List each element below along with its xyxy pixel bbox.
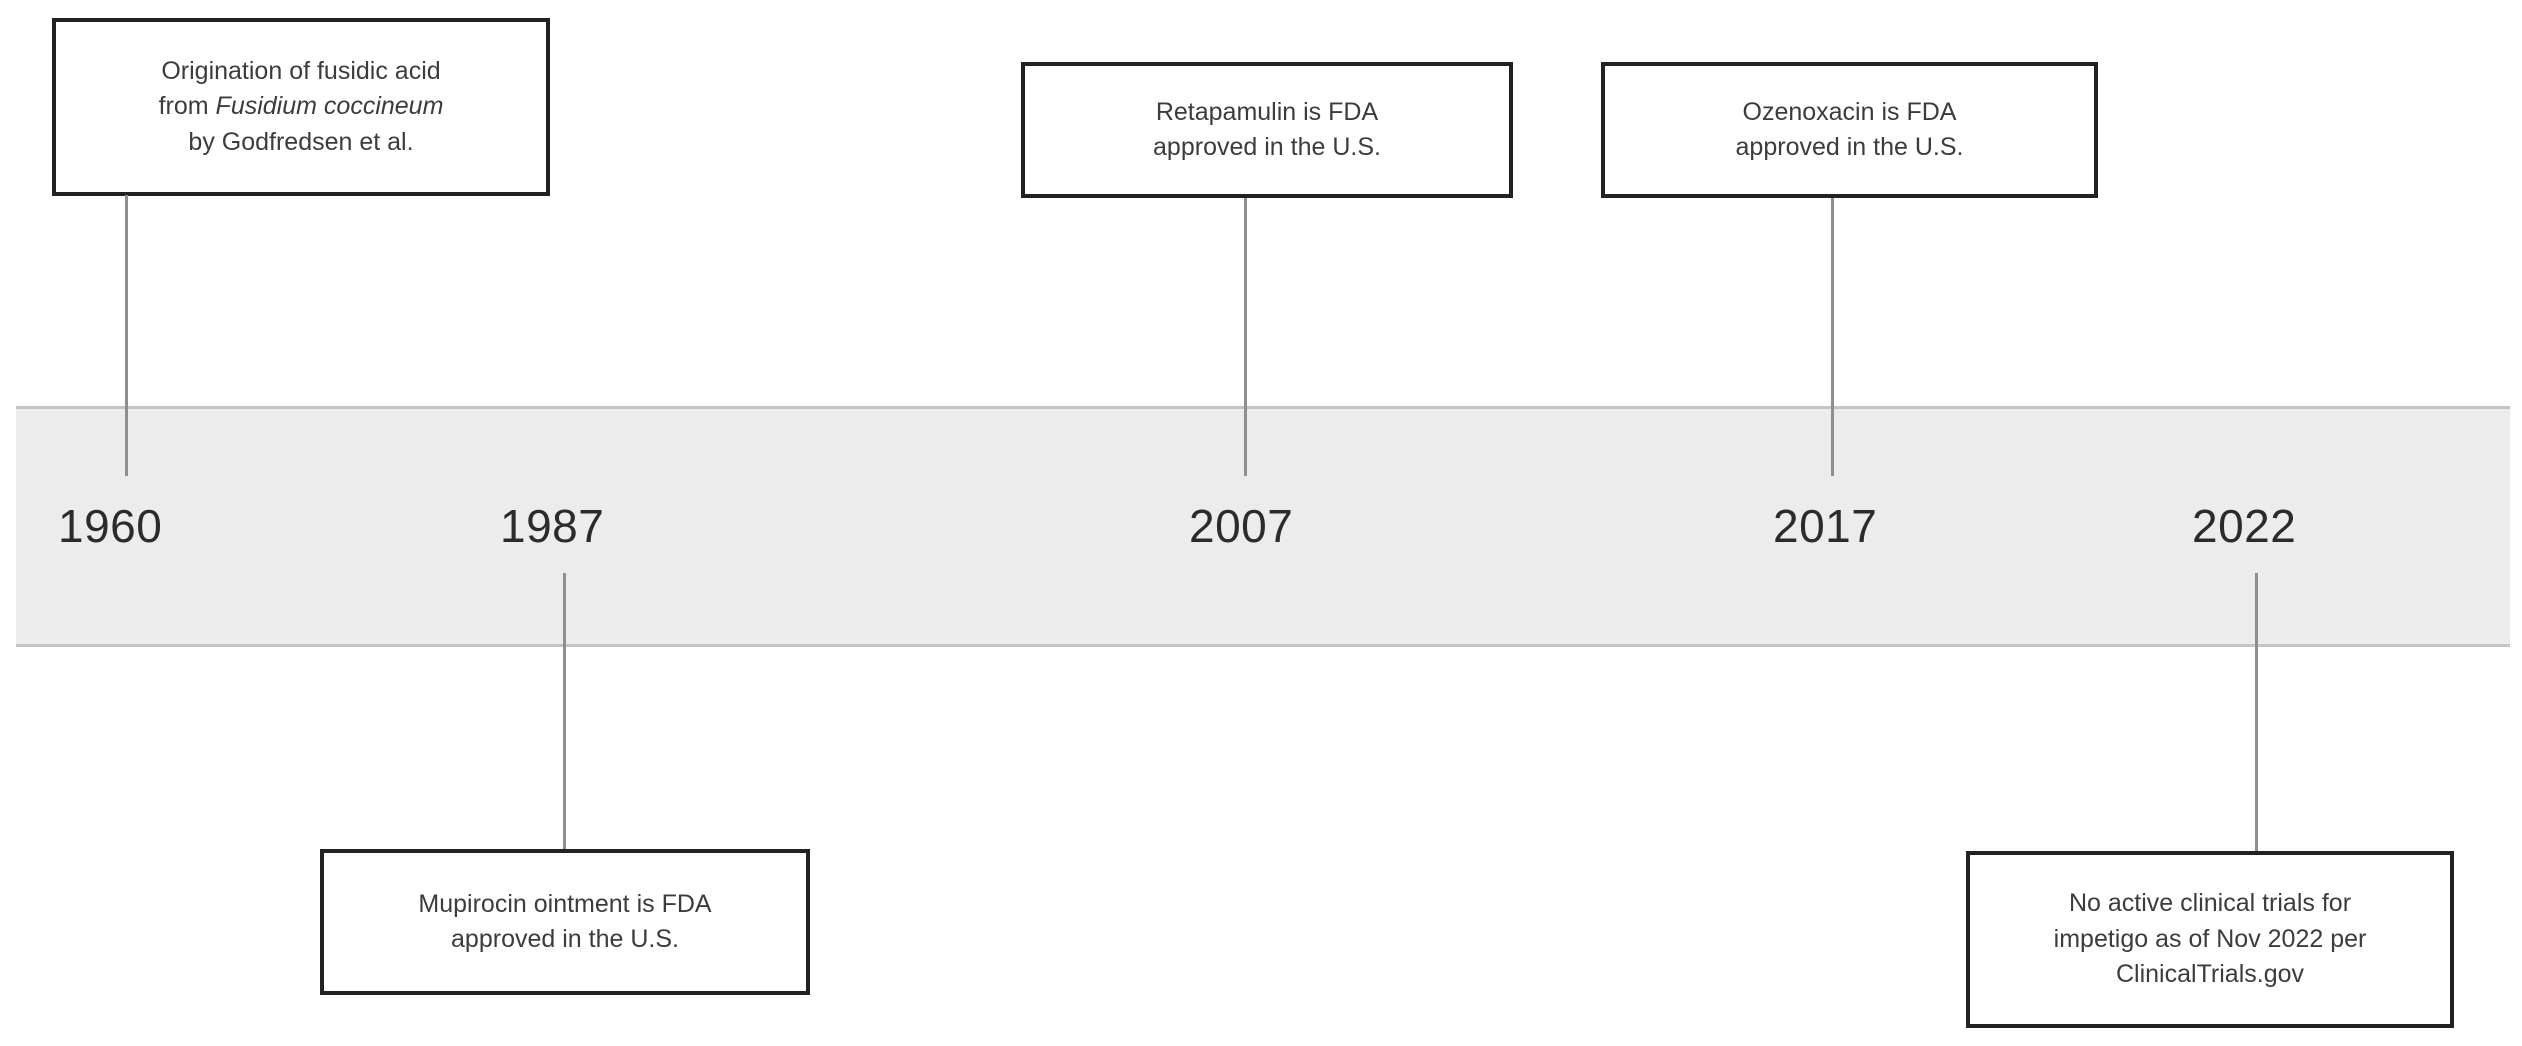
event-text-1960-line3: by Godfredsen et al.: [188, 127, 414, 156]
year-label-2007: 2007: [1189, 500, 1294, 552]
event-box-2007: Retapamulin is FDA approved in the U.S.: [1021, 62, 1513, 198]
event-text-2017: Ozenoxacin is FDA approved in the U.S.: [1735, 97, 1964, 162]
event-text-1960-line2-prefix: from: [158, 92, 216, 121]
event-text-2007: Retapamulin is FDA approved in the U.S.: [1153, 97, 1381, 162]
connector-line-1960: [125, 195, 128, 476]
year-label-2022: 2022: [2192, 500, 2297, 552]
connector-line-2017: [1831, 198, 1834, 476]
connector-line-1987: [563, 573, 566, 850]
event-text-1987: Mupirocin ointment is FDA approved in th…: [418, 889, 712, 954]
event-text-1960: Origination of fusidic acid from Fusidium…: [159, 54, 444, 161]
event-text-1960-line1: Origination of fusidic acid: [161, 56, 441, 85]
year-label-1987: 1987: [500, 500, 605, 552]
timeline-band: [16, 406, 2510, 647]
connector-line-2007: [1244, 198, 1247, 476]
event-box-1987: Mupirocin ointment is FDA approved in th…: [320, 849, 810, 995]
event-box-2022: No active clinical trials for impetigo a…: [1966, 851, 2454, 1028]
event-text-1960-species: Fusidium coccineum: [215, 92, 444, 121]
year-label-1960: 1960: [58, 500, 163, 552]
event-box-2017: Ozenoxacin is FDA approved in the U.S.: [1601, 62, 2098, 198]
event-box-1960: Origination of fusidic acid from Fusidium…: [52, 18, 550, 196]
connector-line-2022: [2255, 573, 2258, 851]
event-text-2022: No active clinical trials for impetigo a…: [2053, 889, 2367, 989]
year-label-2017: 2017: [1773, 500, 1878, 552]
